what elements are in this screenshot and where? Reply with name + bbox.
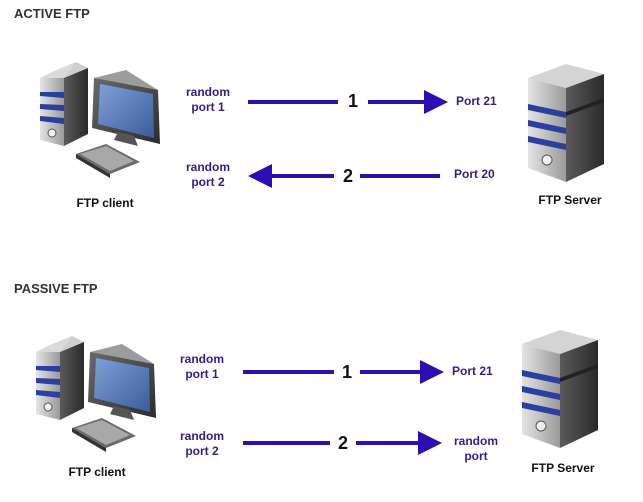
active-server-tower-icon [527,63,605,183]
passive-server-port-21: Port 21 [452,364,493,378]
active-client-computer-icon [39,61,161,179]
passive-arrow-1 [243,360,444,384]
passive-connection-2-number: 2 [337,433,348,453]
active-arrow-1 [248,90,448,114]
passive-client-computer-icon [35,335,157,453]
passive-client-label: FTP client [68,465,126,479]
active-ftp-title: ACTIVE FTP [14,6,90,21]
passive-ftp-title: PASSIVE FTP [14,281,98,296]
passive-server-tower-icon [521,329,599,449]
active-connection-2-number: 2 [342,166,353,186]
active-server-port-21: Port 21 [456,94,497,108]
passive-connection-1-number: 1 [341,362,352,382]
active-server-port-20: Port 20 [454,167,495,181]
active-client-label: FTP client [76,196,134,210]
passive-arrow-2 [243,431,442,455]
active-server-label: FTP Server [538,193,602,207]
active-connection-1-number: 1 [347,91,358,111]
active-arrow-2 [248,164,440,188]
passive-server-label: FTP Server [531,461,595,475]
